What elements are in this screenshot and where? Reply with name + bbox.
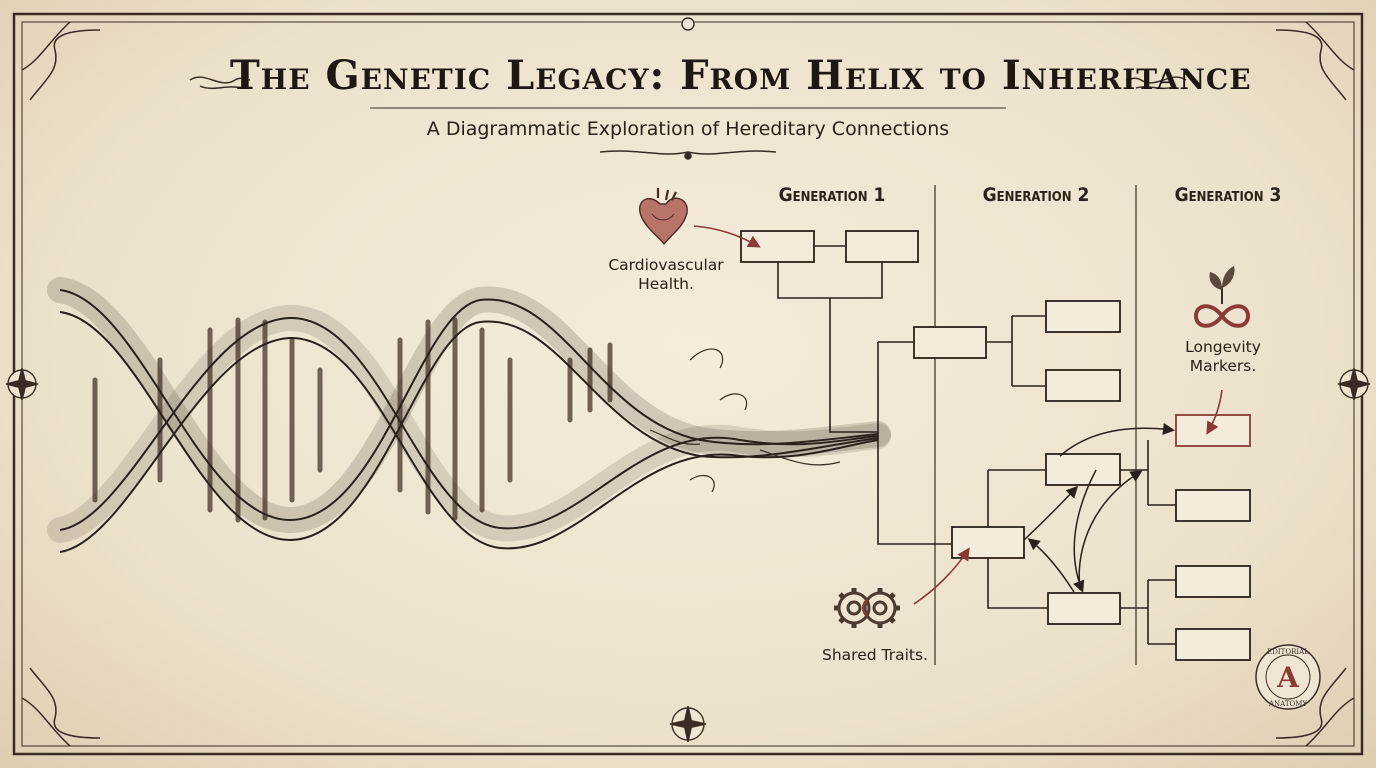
trait-flow-arrows xyxy=(1023,422,1175,593)
gen2-individual-box xyxy=(1047,592,1121,625)
gen1-child-box xyxy=(951,526,1025,559)
compass-rose-icon xyxy=(5,17,1371,743)
longevity-annotation: Longevity Markers. xyxy=(1185,338,1261,376)
gen1-child-box xyxy=(913,326,987,359)
generation-1-label: Generation 1 xyxy=(778,184,886,206)
title-flourish-icon xyxy=(189,76,1187,160)
gen3-highlighted-box xyxy=(1175,414,1251,447)
editorial-anatomy-seal-icon: A EDITORIAL ANATOMY xyxy=(1255,644,1321,710)
gen1-individual-box xyxy=(740,230,815,263)
heart-icon xyxy=(639,188,688,246)
diagram-title: The Genetic Legacy: From Helix to Inheri… xyxy=(230,52,1252,99)
shared-traits-annotation: Shared Traits. xyxy=(822,646,928,664)
cardiovascular-annotation: Cardiovascular Health. xyxy=(608,256,724,294)
seal-letter: A xyxy=(1276,661,1300,694)
dna-helix-illustration xyxy=(47,277,891,553)
gen2-individual-box xyxy=(1045,369,1121,402)
gen2-individual-box xyxy=(1045,300,1121,333)
corner-flourish-icon xyxy=(21,21,1355,747)
gen2-individual-box xyxy=(1045,453,1121,486)
generation-3-label: Generation 3 xyxy=(1174,184,1282,206)
gen1-individual-box xyxy=(845,230,919,263)
annotation-arrows xyxy=(693,225,1223,605)
sprout-infinity-icon xyxy=(1193,266,1251,328)
gen3-individual-box xyxy=(1175,628,1251,661)
diagram-subtitle: A Diagrammatic Exploration of Hereditary… xyxy=(426,118,950,140)
pedigree-connectors xyxy=(777,245,1176,645)
gen3-individual-box xyxy=(1175,565,1251,598)
generation-2-label: Generation 2 xyxy=(982,184,1090,206)
interlocking-gears-icon xyxy=(834,588,900,628)
gen3-individual-box xyxy=(1175,489,1251,522)
generation-separators xyxy=(934,185,1137,665)
seal-top-text: EDITORIAL xyxy=(1267,648,1309,656)
seal-bottom-text: ANATOMY xyxy=(1268,700,1307,708)
